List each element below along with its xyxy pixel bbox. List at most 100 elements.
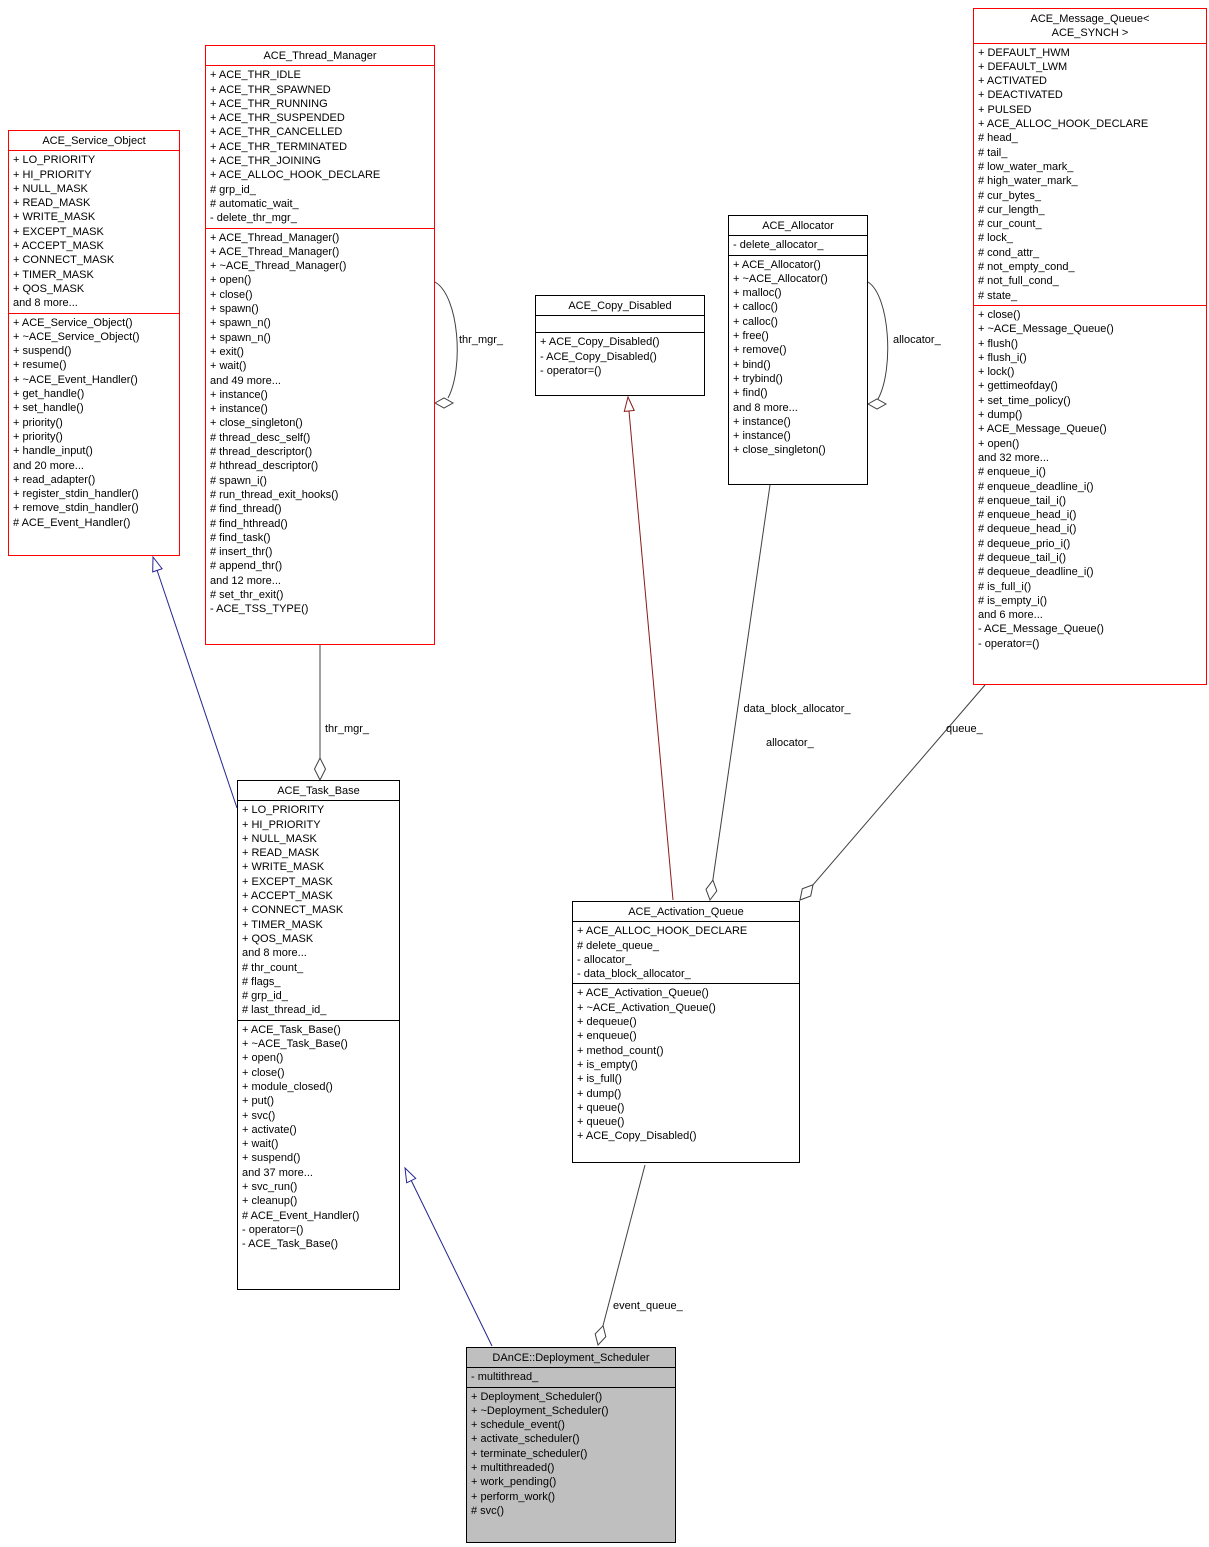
member: + multithreaded()	[471, 1462, 555, 1475]
aggregation-selfloop-thread-manager	[434, 281, 458, 399]
member: + ACE_Activation_Queue()	[577, 987, 709, 1000]
member: + ACE_Allocator()	[733, 258, 821, 271]
attributes-section: + DEFAULT_HWM+ DEFAULT_LWM+ ACTIVATED+ D…	[974, 42, 1206, 305]
attributes-section: + LO_PRIORITY+ HI_PRIORITY+ NULL_MASK+ R…	[9, 150, 179, 312]
attributes-section: + LO_PRIORITY+ HI_PRIORITY+ NULL_MASK+ R…	[238, 800, 399, 1019]
member: and 8 more...	[242, 947, 307, 960]
member: - ACE_Copy_Disabled()	[540, 350, 657, 363]
inheritance-arrow-icon	[404, 1166, 417, 1184]
member: + suspend()	[242, 1152, 301, 1165]
class-message_queue[interactable]: ACE_Message_Queue< ACE_SYNCH >+ DEFAULT_…	[973, 8, 1207, 685]
class-activation_queue[interactable]: ACE_Activation_Queue+ ACE_ALLOC_HOOK_DEC…	[572, 901, 800, 1163]
aggregation-selfloop-allocator	[867, 281, 889, 400]
member: + calloc()	[733, 301, 778, 314]
member: + ACE_Service_Object()	[13, 316, 133, 329]
attributes-section: + ACE_ALLOC_HOOK_DECLARE# delete_queue_-…	[573, 921, 799, 983]
member: - ACE_Message_Queue()	[978, 623, 1104, 636]
aggregation-diamond-icon	[799, 884, 814, 901]
member: + ACE_Copy_Disabled()	[577, 1130, 697, 1143]
member: + put()	[242, 1095, 275, 1108]
methods-section: + Deployment_Scheduler()+ ~Deployment_Sc…	[467, 1386, 675, 1542]
member: + wait()	[210, 360, 247, 373]
member: + terminate_scheduler()	[471, 1447, 588, 1460]
member: - ACE_Task_Base()	[242, 1238, 338, 1251]
member: + TIMER_MASK	[13, 268, 94, 281]
member: # is_empty_i()	[978, 594, 1048, 607]
member: + DEFAULT_HWM	[978, 46, 1070, 59]
methods-section: + ACE_Copy_Disabled()- ACE_Copy_Disabled…	[536, 332, 704, 395]
member: + close()	[242, 1066, 285, 1079]
member: # enqueue_deadline_i()	[978, 480, 1094, 493]
member: + remove()	[733, 344, 787, 357]
class-allocator[interactable]: ACE_Allocator - delete_allocator_ + ACE_Al…	[728, 215, 868, 485]
member: and 8 more...	[13, 297, 78, 310]
class-service_object[interactable]: ACE_Service_Object + LO_PRIORITY+ HI_PRIO…	[8, 130, 180, 556]
member: + open()	[210, 274, 252, 287]
member: + activate_scheduler()	[471, 1433, 580, 1446]
aggregation-diamond-icon	[705, 879, 718, 902]
class-thread_manager[interactable]: ACE_Thread_Manager + ACE_THR_IDLE+ ACE_TH…	[205, 45, 435, 645]
member: + method_count()	[577, 1044, 664, 1057]
member: + queue()	[577, 1101, 625, 1114]
class-scheduler: DAnCE::Deployment_Scheduler- multithread…	[466, 1347, 676, 1543]
member: # delete_queue_	[577, 939, 659, 952]
member: + ACTIVATED	[978, 75, 1047, 88]
member: + ACE_THR_RUNNING	[210, 97, 328, 110]
class-title: ACE_Task_Base	[277, 785, 360, 797]
member: # enqueue_head_i()	[978, 509, 1077, 522]
member: and 12 more...	[210, 574, 281, 587]
member: + open()	[242, 1052, 284, 1065]
member: + TIMER_MASK	[242, 918, 323, 931]
member: + module_closed()	[242, 1080, 333, 1093]
member: + svc_run()	[242, 1181, 298, 1194]
member: + QOS_MASK	[242, 932, 314, 945]
member: + QOS_MASK	[13, 282, 85, 295]
member: + ACE_THR_SPAWNED	[210, 83, 331, 96]
member: # flags_	[242, 975, 281, 988]
class-task_base[interactable]: ACE_Task_Base + LO_PRIORITY+ HI_PRIORITY+…	[237, 780, 400, 1290]
member: + dump()	[577, 1087, 622, 1100]
member: # find_task()	[210, 531, 271, 544]
member: + wait()	[242, 1138, 279, 1151]
member: and 32 more...	[978, 451, 1049, 464]
member: # low_water_mark_	[978, 160, 1074, 173]
member: + HI_PRIORITY	[13, 168, 92, 181]
member: + enqueue()	[577, 1030, 637, 1043]
member: + ACE_ALLOC_HOOK_DECLARE	[210, 169, 381, 182]
member: + ACE_THR_TERMINATED	[210, 140, 348, 153]
member: # grp_id_	[210, 183, 256, 196]
member: + handle_input()	[13, 445, 93, 458]
inheritance-arrow-icon	[152, 555, 163, 573]
member: + resume()	[13, 359, 67, 372]
member: + ACE_Thread_Manager()	[210, 231, 340, 244]
member: + spawn()	[210, 303, 259, 316]
methods-section: + close()+ ~ACE_Message_Queue()+ flush()…	[974, 304, 1206, 684]
member: + suspend()	[13, 345, 72, 358]
member: + free()	[733, 330, 769, 343]
member: + NULL_MASK	[242, 832, 317, 845]
class-title: ACE_Service_Object	[42, 135, 146, 147]
attributes-section: + ACE_THR_IDLE+ ACE_THR_SPAWNED+ ACE_THR…	[206, 65, 434, 227]
member: + WRITE_MASK	[242, 861, 325, 874]
class-title: ACE_Allocator	[762, 220, 834, 232]
aggregation-diamond-icon	[594, 1324, 607, 1347]
member: # insert_thr()	[210, 546, 273, 559]
member: # head_	[978, 132, 1018, 145]
class-title: ACE_Thread_Manager	[263, 50, 377, 62]
class-title: ACE_Message_Queue< ACE_SYNCH >	[1030, 13, 1150, 40]
member: + spawn_n()	[210, 331, 271, 344]
member: + ACE_THR_JOINING	[210, 155, 321, 168]
member: + schedule_event()	[471, 1419, 565, 1432]
member: - data_block_allocator_	[577, 968, 691, 981]
member: + activate()	[242, 1123, 297, 1136]
class-copy_disabled[interactable]: ACE_Copy_Disabled + ACE_Copy_Disabled()- …	[535, 295, 705, 396]
edge-label-event-queue: event_queue_	[613, 1300, 683, 1312]
member: + instance()	[733, 415, 791, 428]
member: + set_time_policy()	[978, 394, 1071, 407]
member: + malloc()	[733, 287, 782, 300]
member: + priority()	[13, 430, 63, 443]
member: - delete_allocator_	[733, 239, 824, 252]
class-title: ACE_Copy_Disabled	[568, 300, 672, 312]
inheritance-edge-activation-queue-copy-disabled	[628, 410, 674, 901]
